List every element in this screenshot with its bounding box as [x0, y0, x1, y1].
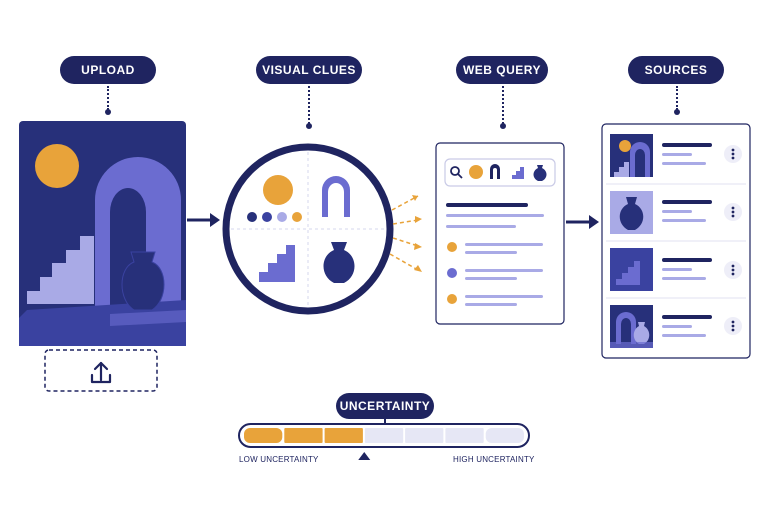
step-sources-label: SOURCES — [628, 56, 724, 84]
uploaded-image — [19, 121, 186, 346]
result-dot — [447, 294, 457, 304]
color-swatch — [292, 212, 302, 222]
upload-dropzone — [44, 349, 158, 392]
step-upload-label: UPLOAD — [60, 56, 156, 84]
low-uncertainty-label: LOW UNCERTAINTY — [239, 455, 319, 464]
clue-stairs-icon — [259, 245, 295, 282]
step-query-label: WEB QUERY — [456, 56, 548, 84]
uncertainty-segment — [284, 428, 323, 443]
uncertainty-label: UNCERTAINTY — [336, 393, 434, 419]
stairs-icon — [27, 236, 94, 304]
more-vertical-icon[interactable] — [724, 261, 742, 279]
uncertainty-segment — [324, 428, 363, 443]
connector-query — [502, 86, 504, 124]
connector-dot-upload — [105, 109, 111, 115]
high-uncertainty-label: HIGH UNCERTAINTY — [453, 455, 535, 464]
connector-uncertainty — [384, 419, 386, 425]
search-icon — [450, 166, 463, 179]
uncertainty-segment — [364, 428, 404, 443]
arrow-query-to-sources — [566, 215, 599, 229]
result-dot — [447, 242, 457, 252]
uncertainty-segment — [244, 428, 283, 443]
clue-vase-icon — [323, 242, 355, 283]
arrow-upload-to-clues — [187, 213, 220, 227]
connector-dot-sources — [674, 109, 680, 115]
more-vertical-icon[interactable] — [724, 203, 742, 221]
uncertainty-segment — [485, 428, 524, 443]
color-swatch — [277, 212, 287, 222]
uncertainty-segment — [445, 428, 484, 443]
connector-dot-clues — [306, 123, 312, 129]
source-item — [610, 134, 712, 177]
uncertainty-segment — [405, 428, 444, 443]
connector-dot-query — [500, 123, 506, 129]
source-item — [610, 305, 712, 348]
arrows-clues-to-query — [389, 195, 419, 271]
vase-icon — [121, 251, 165, 311]
connector-sources — [676, 86, 678, 110]
sources-panel — [601, 123, 751, 359]
visual-clues-lens — [222, 143, 394, 315]
sun-icon — [35, 144, 79, 188]
upload-icon — [90, 361, 112, 384]
result-dot — [447, 268, 457, 278]
connector-clues — [308, 86, 310, 124]
uncertainty-pointer — [358, 452, 371, 460]
more-vertical-icon[interactable] — [724, 145, 742, 163]
process-diagram — [19, 121, 751, 392]
source-item — [610, 248, 712, 291]
clue-arch-icon — [322, 176, 350, 217]
step-clues-label: VISUAL CLUES — [256, 56, 362, 84]
source-item — [610, 191, 712, 234]
connector-upload — [107, 86, 109, 110]
more-vertical-icon[interactable] — [724, 317, 742, 335]
clue-sun-icon — [263, 175, 293, 205]
color-swatch — [247, 212, 257, 222]
color-swatch — [262, 212, 272, 222]
web-query-panel — [435, 142, 565, 325]
